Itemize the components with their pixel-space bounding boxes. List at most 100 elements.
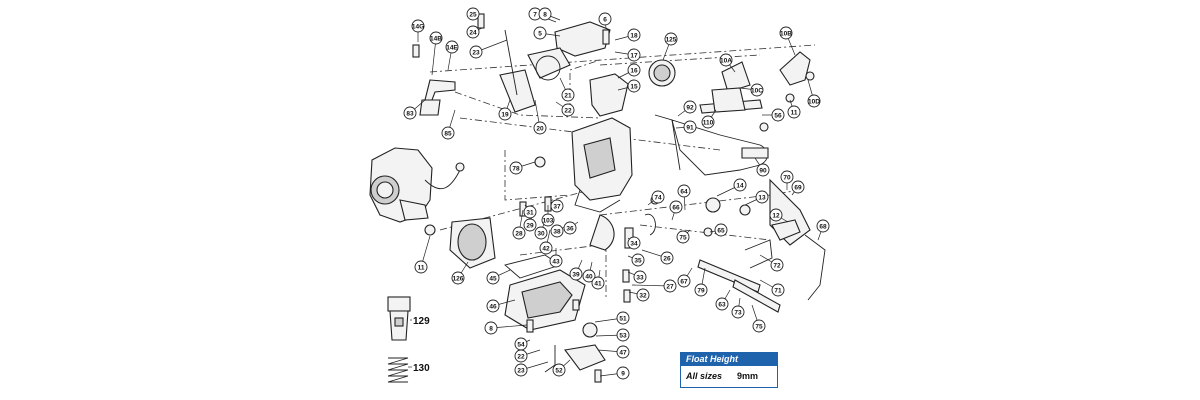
callout-circle [591, 276, 605, 290]
callout-circle [676, 230, 690, 244]
callout-circle [552, 363, 566, 377]
callout-marker: 64 [677, 184, 691, 198]
callout-number: 39 [572, 271, 580, 278]
callout-circle [414, 260, 428, 274]
callout-marker: 35 [631, 253, 645, 267]
top-cover [499, 21, 676, 117]
callout-number: 52 [555, 367, 563, 374]
callout-marker: 10A [719, 53, 733, 67]
callout-circle [669, 200, 683, 214]
callout-circle [569, 267, 583, 281]
callout-number: 92 [686, 104, 694, 111]
callout-number: 45 [489, 275, 497, 282]
callout-marker: 31 [523, 205, 537, 219]
callout-number: 75 [755, 323, 763, 330]
callout-number: 12 [772, 212, 780, 219]
callout-marker: 67 [677, 274, 691, 288]
callout-number: 72 [773, 262, 781, 269]
callout-circle [714, 223, 728, 237]
callout-circle [541, 213, 555, 227]
callout-marker: 47 [616, 345, 630, 359]
float-height-title: Float Height [681, 353, 777, 366]
callout-number: 69 [794, 184, 802, 191]
callout-number: 103 [543, 217, 554, 224]
callout-circle [752, 319, 766, 333]
callout-circle [694, 283, 708, 297]
callout-marker: 19 [498, 107, 512, 121]
callout-circle [651, 190, 665, 204]
callout-number: 14 [736, 182, 744, 189]
callout-number: 56 [774, 112, 782, 119]
callout-number: 53 [619, 332, 627, 339]
callout-marker: 6 [598, 12, 612, 26]
callout-number: 11 [791, 109, 798, 116]
callout-circle [750, 83, 764, 97]
callout-circle [616, 328, 630, 342]
callout-circle [816, 219, 830, 233]
callout-circle [780, 170, 794, 184]
callout-marker: 10C [750, 83, 764, 97]
callout-marker: 92 [683, 100, 697, 114]
callout-marker: 21 [561, 88, 575, 102]
callout-circle [627, 236, 641, 250]
callout-circle [563, 221, 577, 235]
throttle-bore [589, 214, 615, 251]
callout-circle [403, 106, 417, 120]
callout-marker: 79 [694, 283, 708, 297]
callout-circle [779, 26, 793, 40]
callout-circle [771, 108, 785, 122]
carburetor-assembly-view [369, 147, 465, 223]
callout-circle [627, 48, 641, 62]
kit-labels: 129 130 [408, 316, 430, 374]
callout-circle [549, 254, 563, 268]
callout-number: 5 [538, 30, 542, 37]
float-height-row: All sizes 9mm [681, 366, 777, 386]
callout-circle [498, 107, 512, 121]
callout-marker: 5 [533, 26, 547, 40]
callout-number: 73 [734, 309, 742, 316]
callout-number: 78 [512, 165, 520, 172]
callout-number: 11 [418, 264, 425, 271]
callout-marker: 37 [550, 199, 564, 213]
callout-number: 17 [630, 52, 638, 59]
float-bowl [504, 254, 586, 331]
callout-number: 41 [594, 280, 602, 287]
callout-marker: 29 [523, 218, 537, 232]
callout-number: 6 [603, 16, 607, 23]
callout-marker: 51 [616, 311, 630, 325]
callout-marker: 30 [534, 226, 548, 240]
callout-number: 24 [469, 29, 477, 36]
callout-circle [445, 40, 459, 54]
callout-circle [731, 305, 745, 319]
callout-circle [719, 53, 733, 67]
callout-circle [664, 32, 678, 46]
callout-number: 110 [703, 119, 714, 126]
callout-marker: 22 [561, 103, 575, 117]
callout-number: 35 [634, 257, 642, 264]
callout-marker: 12 [769, 208, 783, 222]
callout-marker: 34 [627, 236, 641, 250]
float-height-row-label: All sizes [686, 371, 723, 381]
callout-marker: 52 [552, 363, 566, 377]
callout-number: 91 [686, 124, 694, 131]
carburetor-body [571, 117, 633, 213]
callout-marker: 9 [616, 366, 630, 380]
callout-circle [683, 120, 697, 134]
callout-number: 66 [672, 204, 680, 211]
callout-circle [538, 7, 552, 21]
callout-circle [733, 178, 747, 192]
callout-circle [514, 349, 528, 363]
callout-marker: 17 [627, 48, 641, 62]
callout-circle [411, 19, 425, 33]
callout-marker: 14B [429, 31, 443, 45]
callout-marker: 11 [414, 260, 428, 274]
callout-number: 32 [639, 292, 647, 299]
callout-marker: 24 [466, 25, 480, 39]
callout-marker: 43 [549, 254, 563, 268]
callout-marker: 14 [733, 178, 747, 192]
callout-number: 27 [666, 283, 674, 290]
callout-marker: 8 [484, 321, 498, 335]
callout-circle [755, 190, 769, 204]
callout-number: 19 [501, 111, 509, 118]
